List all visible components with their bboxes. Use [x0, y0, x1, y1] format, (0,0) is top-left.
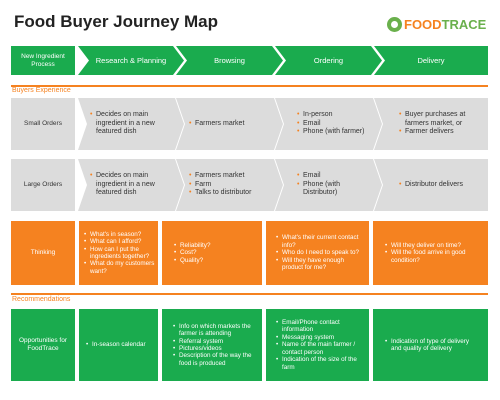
- list-item: Email: [297, 120, 364, 129]
- list-item: In-person: [297, 111, 364, 120]
- thinking-browsing-cell: Reliability?Cost?Quality?: [162, 221, 262, 285]
- list-item: How can I put the ingredients together?: [84, 246, 155, 261]
- row-label-thinking: Thinking: [11, 221, 75, 285]
- opportunities-ordering-list: Email/Phone contact informationMessaging…: [276, 319, 365, 371]
- list-item: Name of the main farmer / contact person: [276, 341, 365, 356]
- opportunities-research-list: In-season calendar: [86, 341, 146, 349]
- logo-text: FOODTRACE: [404, 17, 486, 33]
- large-orders-ordering-list: EmailPhone (with Distributor): [297, 172, 370, 198]
- list-item: Quality?: [174, 257, 210, 265]
- thinking-ordering-cell: What's their current contact info?Who do…: [266, 221, 369, 285]
- opportunities-research-cell: In-season calendar: [79, 309, 158, 381]
- list-item: Reliability?: [174, 242, 210, 250]
- list-item: Indication of the size of the farm: [276, 356, 365, 371]
- large-orders-browsing-cell: Farmers marketFarmTalks to distributor: [176, 159, 283, 211]
- list-item: Will they have enough product for me?: [276, 257, 365, 272]
- list-item: In-season calendar: [86, 341, 146, 349]
- list-item: Referral system: [173, 338, 258, 346]
- small-orders-research-list: Decides on main ingredient in a new feat…: [90, 111, 172, 137]
- small-orders-browsing-cell: Farmers market: [176, 98, 283, 150]
- phase-new-ingredient-process: New Ingredient Process: [11, 46, 75, 75]
- leaf-circle-icon: [387, 17, 402, 32]
- section-divider: [11, 293, 488, 295]
- list-item: What's their current contact info?: [276, 234, 365, 249]
- list-item: Who do I need to speak to?: [276, 249, 365, 257]
- list-item: Email/Phone contact information: [276, 319, 365, 334]
- row-label-small-orders: Small Orders: [11, 98, 75, 150]
- small-orders-delivery-cell: Buyer purchases at farmers market, orFar…: [374, 98, 488, 150]
- list-item: Description of the way the food is produ…: [173, 352, 258, 367]
- list-item: Distributor delivers: [399, 181, 463, 190]
- row-label-large-orders: Large Orders: [11, 159, 75, 211]
- list-item: Pictures/videos: [173, 345, 258, 353]
- list-item: Indication of type of delivery and quali…: [385, 338, 480, 353]
- list-item: Messaging system: [276, 334, 365, 342]
- opportunities-delivery-cell: Indication of type of delivery and quali…: [373, 309, 488, 381]
- large-orders-delivery-list: Distributor delivers: [399, 181, 463, 190]
- list-item: Decides on main ingredient in a new feat…: [90, 172, 172, 198]
- small-orders-research-cell: Decides on main ingredient in a new feat…: [78, 98, 184, 150]
- list-item: Farm: [189, 181, 251, 190]
- phase-browsing: Browsing: [176, 46, 283, 75]
- list-item: What can I afford?: [84, 238, 155, 246]
- opportunities-delivery-list: Indication of type of delivery and quali…: [385, 338, 480, 353]
- section-buyers-experience: Buyers Experience: [12, 87, 71, 94]
- section-recommendations: Recommendations: [12, 296, 71, 303]
- list-item: Farmer delivers: [399, 128, 480, 137]
- large-orders-research-list: Decides on main ingredient in a new feat…: [90, 172, 172, 198]
- list-item: Info on which markets the farmer is atte…: [173, 323, 258, 338]
- opportunities-browsing-list: Info on which markets the farmer is atte…: [173, 323, 258, 367]
- row-label-opportunities: Opportunities for FoodTrace: [11, 309, 75, 381]
- logo-text-trace: TRACE: [441, 17, 487, 32]
- logo-text-food: FOOD: [404, 17, 442, 32]
- phase-research-planning: Research & Planning: [78, 46, 184, 75]
- list-item: Will the food arrive in good condition?: [385, 249, 482, 264]
- thinking-delivery-cell: Will they deliver on time?Will the food …: [373, 221, 488, 285]
- large-orders-delivery-cell: Distributor delivers: [374, 159, 488, 211]
- list-item: What do my customers want?: [84, 260, 155, 275]
- thinking-research-cell: What's in season?What can I afford?How c…: [79, 221, 158, 285]
- section-divider: [11, 85, 488, 87]
- list-item: Cost?: [174, 249, 210, 257]
- page-title: Food Buyer Journey Map: [14, 12, 219, 31]
- opportunities-ordering-cell: Email/Phone contact informationMessaging…: [266, 309, 369, 381]
- opportunities-browsing-cell: Info on which markets the farmer is atte…: [162, 309, 262, 381]
- list-item: What's in season?: [84, 231, 155, 239]
- list-item: Talks to distributor: [189, 189, 251, 198]
- list-item: Farmers market: [189, 172, 251, 181]
- list-item: Will they deliver on time?: [385, 242, 482, 250]
- small-orders-ordering-cell: In-personEmailPhone (with farmer): [275, 98, 382, 150]
- small-orders-delivery-list: Buyer purchases at farmers market, orFar…: [399, 111, 480, 137]
- small-orders-ordering-list: In-personEmailPhone (with farmer): [297, 111, 364, 137]
- small-orders-browsing-list: Farmers market: [189, 120, 244, 129]
- large-orders-research-cell: Decides on main ingredient in a new feat…: [78, 159, 184, 211]
- large-orders-ordering-cell: EmailPhone (with Distributor): [275, 159, 382, 211]
- large-orders-browsing-list: Farmers marketFarmTalks to distributor: [189, 172, 251, 198]
- list-item: Phone (with farmer): [297, 128, 364, 137]
- thinking-research-list: What's in season?What can I afford?How c…: [84, 231, 155, 275]
- foodtrace-logo: FOODTRACE: [387, 17, 492, 33]
- phase-ordering: Ordering: [275, 46, 382, 75]
- list-item: Buyer purchases at farmers market, or: [399, 111, 480, 128]
- list-item: Phone (with Distributor): [297, 181, 370, 198]
- list-item: Decides on main ingredient in a new feat…: [90, 111, 172, 137]
- thinking-ordering-list: What's their current contact info?Who do…: [276, 234, 365, 271]
- phase-delivery: Delivery: [374, 46, 488, 75]
- list-item: Email: [297, 172, 370, 181]
- list-item: Farmers market: [189, 120, 244, 129]
- thinking-browsing-list: Reliability?Cost?Quality?: [174, 242, 210, 265]
- thinking-delivery-list: Will they deliver on time?Will the food …: [385, 242, 482, 264]
